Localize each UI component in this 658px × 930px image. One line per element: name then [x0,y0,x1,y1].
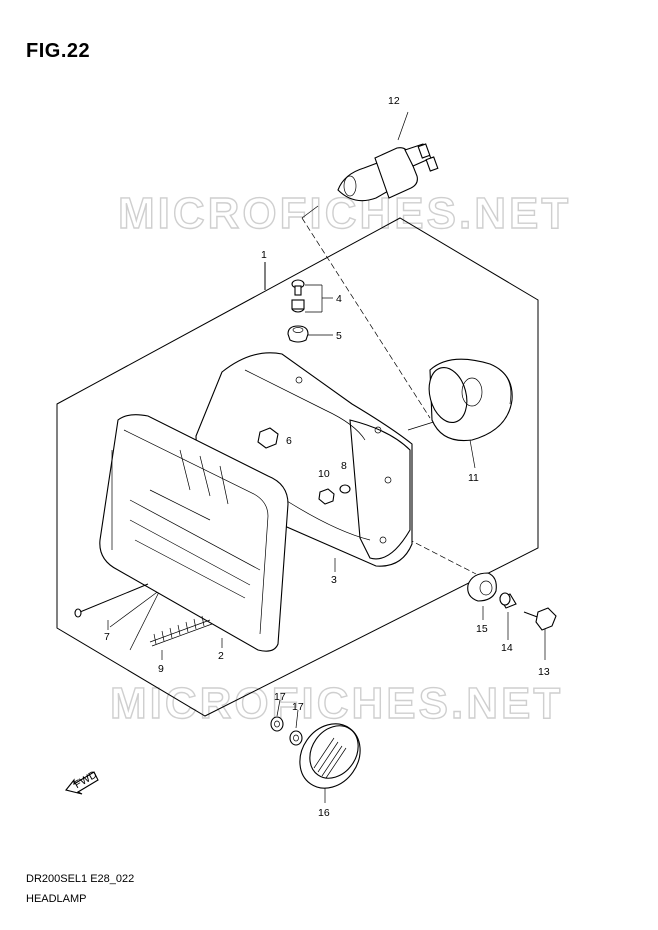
callout-4: 4 [336,293,342,305]
part-16-reflector [299,723,361,789]
watermark-top: MICROFICHES.NET [118,189,571,238]
watermark-bottom: MICROFICHES.NET [110,679,563,728]
callout-14: 14 [501,642,513,654]
callout-6: 6 [286,435,292,447]
part-8-collar [339,484,351,494]
figure-title: FIG.22 [26,40,91,62]
assembly-boundary [56,217,539,717]
callout-13: 13 [538,666,550,678]
callout-5: 5 [336,330,342,342]
part-12-bulb [337,143,439,202]
callout-8: 8 [341,460,347,472]
part-3-housing [195,352,413,567]
callout-11: 11 [468,472,479,484]
part-13-bolt [523,607,557,631]
callout-3: 3 [331,574,337,586]
callout-7: 7 [104,631,110,643]
callout-1: 1 [261,249,267,261]
callout-17a: 17 [274,691,286,703]
callout-labels: 1 2 3 4 5 6 7 8 9 10 11 12 13 14 15 16 1… [104,95,550,819]
part-11-socket-cover [428,358,513,442]
callout-17b: 17 [292,701,304,713]
part-14-collar [499,592,517,609]
callout-9: 9 [158,663,164,675]
callout-10: 10 [318,468,330,480]
callout-16: 16 [318,807,330,819]
callout-12: 12 [388,95,400,107]
part-7-screw [74,583,149,618]
part-15-adjuster [467,572,497,602]
part-17-washer-a [270,716,284,732]
part-17-washer-b [289,730,303,746]
fwd-arrow-icon: FWD [65,769,99,795]
part-10-nut [318,488,335,505]
part-9-spring [149,615,213,647]
part-4-screw [291,279,305,313]
callout-15: 15 [476,623,488,635]
part-5-grommet [287,325,309,343]
callout-2: 2 [218,650,224,662]
part-6-clip [257,427,279,449]
section-name: HEADLAMP [26,893,87,905]
part-2-lamp-unit [99,414,289,652]
model-code: DR200SEL1 E28_022 [26,873,135,885]
